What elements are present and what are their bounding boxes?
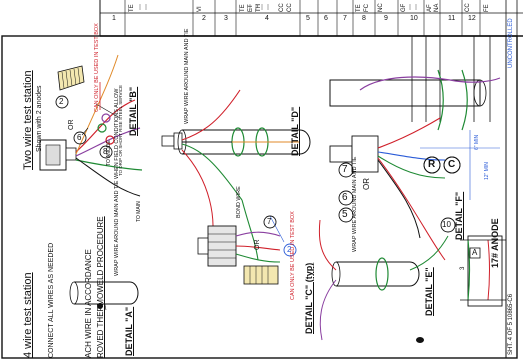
detail-a-title: DETAIL "A" [124, 306, 134, 356]
row-number: 4 [265, 15, 269, 22]
callout-a: A [472, 248, 478, 257]
callout-8-circle [99, 145, 113, 159]
two-wire-subheading: Shown with 2 anodes [36, 85, 43, 152]
title-block-text: AF [427, 4, 433, 12]
callout-6b-circle [338, 190, 354, 206]
title-block [99, 0, 523, 37]
title-block-text: TE [240, 4, 246, 12]
callout-7b: 7 [342, 164, 348, 175]
callout-a-box [469, 247, 481, 259]
detail-d-title: DETAIL "D" [290, 106, 300, 156]
row-number: 10 [410, 15, 418, 22]
callout-r-circle [423, 156, 441, 174]
detail-c-drawing [197, 215, 285, 285]
or-label-c: OR [254, 239, 261, 251]
row-number: 11 [448, 15, 456, 22]
callout-6-circle [73, 131, 87, 145]
dimension-3: 3 [460, 266, 466, 270]
detail-e-drawing [318, 219, 449, 343]
callout-2b-circle [283, 243, 297, 257]
detail-f-title: DETAIL "F" [454, 191, 464, 240]
can-only-note-b: CAN ONLY BE USED IN TEST BOX [94, 23, 100, 112]
callout-8: 8 [103, 147, 108, 156]
or-label-56: OR [362, 178, 371, 190]
to-main-label: TO MAIN [136, 201, 142, 222]
callout-6: 6 [77, 133, 82, 142]
row-number: 3 [224, 15, 228, 22]
bond-wire-label: BOND WIRE [236, 186, 242, 218]
thermoweld-note-2: ROVED THERMOWELD PROCEDURE [96, 216, 105, 358]
callout-7b-circle [338, 162, 354, 178]
or-label-b: OR [68, 119, 75, 131]
callout-10: 10 [442, 220, 451, 229]
title-block-text: FE [484, 4, 490, 12]
detail-b-drawing [39, 54, 143, 197]
row-number: 1 [112, 15, 116, 22]
title-block-text: NA [434, 3, 440, 12]
dimension-12-min: 12" MIN [484, 162, 490, 180]
callout-r: R [428, 159, 436, 170]
callout-5-circle [338, 207, 354, 223]
sheet-number: SHT. 4 OF 5 10865-C6 [508, 293, 514, 355]
row-number: 9 [384, 15, 388, 22]
title-block-text: ET [248, 4, 254, 12]
row-number: 12 [468, 15, 476, 22]
four-wire-heading: 4 wire test station [22, 272, 34, 358]
wrap-wire-note-d: WRAP WIRE AROUND MAIN AND TIE [184, 28, 190, 124]
four-wire-note: CONNECT ALL WIRES AS NEEDED [48, 242, 55, 358]
detail-b-title: DETAIL "B" [128, 86, 138, 136]
detail-c-title: DETAIL "C" (typ) [304, 262, 314, 334]
callout-2b: 2 [287, 245, 292, 254]
thermoweld-note-1: ACH WIRE IN ACCORDANCE [84, 249, 93, 358]
row-number: 5 [306, 15, 310, 22]
dimension-6-min: 6" MIN [474, 134, 480, 150]
title-block-text: NC [378, 3, 384, 12]
callout-5: 5 [342, 209, 348, 220]
title-block-text: GF [401, 3, 407, 12]
callout-10-circle [440, 217, 456, 233]
title-block-text: FC [364, 4, 370, 12]
anode-label: 17# ANODE [490, 218, 500, 268]
callout-2a-circle [55, 95, 69, 109]
row-number: 8 [362, 15, 366, 22]
callout-7: 7 [267, 217, 272, 226]
uncontrolled-stamp: UNCONTROLLED [508, 18, 514, 68]
wrap-wire-note-e: WRAP WIRE AROUND MAIN AND TIE [352, 156, 358, 252]
title-block-text: CC [287, 3, 293, 12]
callout-circles [55, 95, 461, 257]
title-block-text: CC [465, 3, 471, 12]
callout-7-circle [263, 215, 277, 229]
row-number: 2 [202, 15, 206, 22]
row-number: 6 [324, 15, 328, 22]
title-block-text: TH [256, 4, 262, 12]
two-wire-heading: Two wire test station [22, 70, 34, 170]
callout-c-circle [443, 156, 461, 174]
row-number: 7 [343, 15, 347, 22]
callout-c: C [448, 159, 456, 170]
title-block-text: CC [279, 3, 285, 12]
tie-note: TO DRIP OR SHORT RISE STEEL SERVICE [118, 85, 123, 176]
callout-6b: 6 [342, 192, 348, 203]
detail-e-title: DETAIL "E" [424, 267, 434, 316]
title-block-text: TE [129, 4, 135, 12]
can-only-note-c: CAN ONLY BE USED IN TEST BOX [290, 211, 296, 300]
title-block-text: VI [197, 6, 203, 12]
detail-a-drawing [69, 281, 139, 311]
title-block-text: TE [356, 4, 362, 12]
callout-2a: 2 [59, 97, 64, 106]
